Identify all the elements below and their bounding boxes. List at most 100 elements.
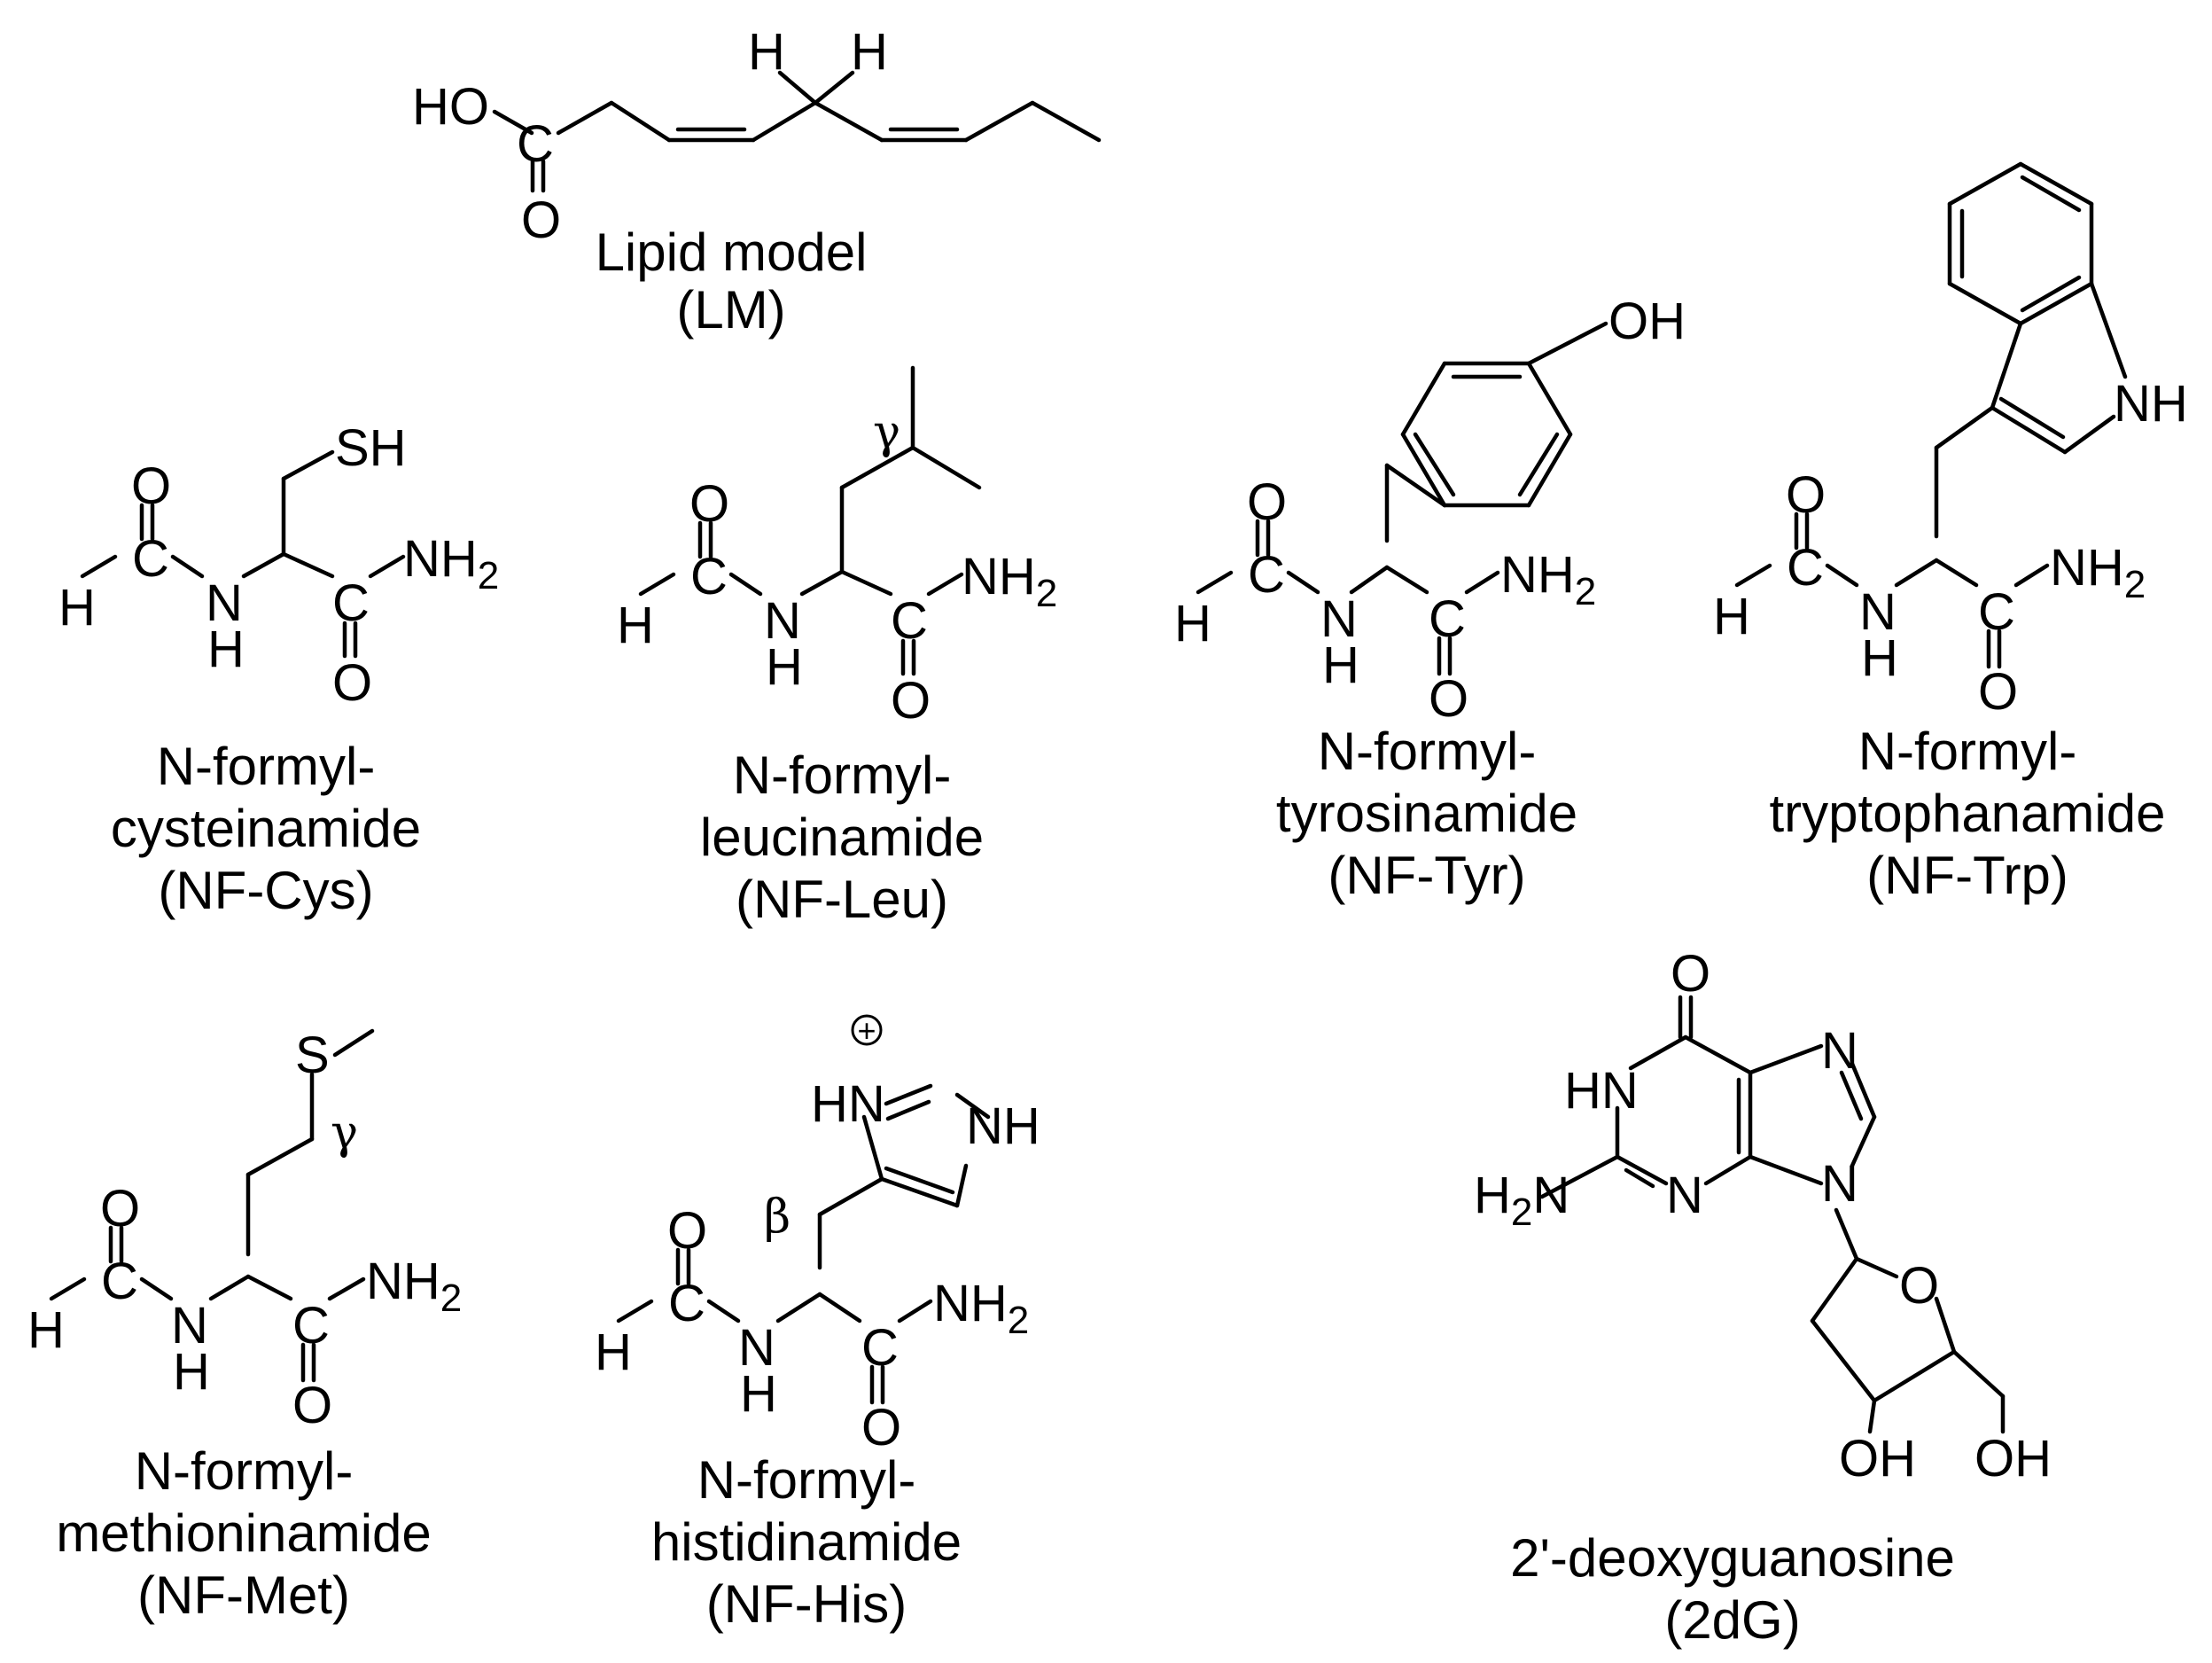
nf-met-gamma-label: γ — [331, 1106, 358, 1159]
nf-trp-carbonyl-oxygen-label: O — [1978, 663, 2018, 721]
nf-his-structure: + HN NH β O H C N H C NH2 O N-formyl- hi… — [595, 1012, 1040, 1634]
nf-tyr-carbonyl-carbon-label: C — [1429, 590, 1466, 648]
nf-met-caption-line-1: N-formyl- — [135, 1441, 354, 1501]
nf-cys-amide-n-label: N — [206, 574, 243, 632]
nf-his-beta-label: β — [764, 1191, 791, 1244]
dg-3-oh-label: OH — [1839, 1430, 1916, 1487]
nf-his-caption-line-3: (NF-His) — [706, 1574, 907, 1634]
nf-tyr-formyl-h-label: H — [1174, 595, 1211, 652]
nf-cys-formyl-h-label: H — [58, 579, 96, 636]
lm-caption-line-2: (LM) — [676, 280, 785, 340]
nf-tyr-caption-line-2: tyrosinamide — [1276, 784, 1577, 843]
nf-met-formyl-carbon-label: C — [101, 1253, 138, 1310]
nf-trp-structure: NH O H C N H C NH2 O N-formyl- tryptopha… — [1713, 161, 2188, 905]
nf-cys-amide-n-h-label: H — [207, 621, 245, 678]
dg-caption-line-1: 2'-deoxyguanosine — [1510, 1528, 1955, 1588]
nf-his-charge-sign: + — [857, 1012, 876, 1049]
nf-tyr-nh2-label: NH2 — [1500, 546, 1596, 613]
nf-tyr-formyl-carbon-label: C — [1248, 546, 1285, 604]
nf-tyr-structure: OH O H C N H C NH2 O N-formyl- tyrosinam… — [1174, 293, 1686, 905]
lm-h1-label: H — [748, 23, 785, 81]
nf-his-carbonyl-carbon-label: C — [861, 1319, 899, 1377]
nf-trp-formyl-oxygen-label: O — [1786, 466, 1826, 524]
nf-tyr-amide-n-h-label: H — [1322, 636, 1359, 694]
nf-tyr-carbonyl-oxygen-label: O — [1429, 670, 1468, 728]
nf-met-caption-line-3: (NF-Met) — [137, 1565, 350, 1625]
dg-carbonyl-oxygen-label: O — [1671, 945, 1710, 1003]
nf-met-carbonyl-oxygen-label: O — [292, 1377, 332, 1434]
nf-met-sulfur-label: S — [295, 1027, 330, 1084]
dg-5-oh-label: OH — [1974, 1430, 2052, 1487]
nf-trp-caption-line-1: N-formyl- — [1858, 722, 2077, 781]
nf-leu-caption-line-2: leucinamide — [700, 808, 984, 867]
nf-cys-carbonyl-oxygen-label: O — [332, 654, 372, 712]
nf-his-formyl-h-label: H — [595, 1323, 632, 1381]
lipid-model-structure: HO C O H H Lipid model (LM) — [412, 23, 1102, 340]
nf-met-amide-n-h-label: H — [173, 1343, 210, 1401]
nf-cys-caption-line-1: N-formyl- — [157, 737, 376, 796]
nf-tyr-formyl-oxygen-label: O — [1247, 473, 1287, 531]
nf-trp-nh2-label: NH2 — [2050, 539, 2146, 606]
nf-trp-indole-nh-label: NH — [2114, 375, 2188, 433]
nf-cys-nh2-label: NH2 — [403, 530, 499, 597]
nf-met-caption-line-2: methioninamide — [56, 1503, 432, 1563]
nf-trp-formyl-carbon-label: C — [1787, 539, 1824, 597]
dg-n9-label: N — [1821, 1155, 1858, 1213]
nf-cys-structure: SH O H C N H C NH2 O N-formyl- cysteinam… — [58, 419, 499, 920]
nf-cys-formyl-carbon-label: C — [132, 530, 169, 588]
nf-tyr-caption-line-3: (NF-Tyr) — [1328, 846, 1525, 905]
nf-tyr-oh-label: OH — [1608, 293, 1686, 350]
nf-leu-formyl-oxygen-label: O — [689, 475, 729, 533]
nf-his-caption-line-2: histidinamide — [651, 1512, 962, 1572]
nf-met-nh2-label: NH2 — [366, 1253, 462, 1320]
nf-trp-amide-n-h-label: H — [1861, 629, 1898, 687]
nf-trp-amide-n-label: N — [1859, 583, 1897, 641]
nf-leu-amide-n-label: N — [764, 592, 801, 650]
nf-his-hn-plus-label: HN — [811, 1075, 885, 1133]
lm-h2-label: H — [851, 23, 888, 81]
dg-caption-line-2: (2dG) — [1664, 1590, 1800, 1650]
lm-carbon-label: C — [517, 115, 554, 173]
nf-met-formyl-oxygen-label: O — [100, 1180, 140, 1237]
nf-leu-formyl-carbon-label: C — [690, 548, 728, 605]
nf-cys-sh-label: SH — [335, 419, 407, 477]
dg-n3-label: N — [1666, 1167, 1703, 1224]
nf-his-amide-n-h-label: H — [740, 1365, 777, 1423]
dg-n7-label: N — [1821, 1022, 1858, 1080]
nf-his-amide-n-label: N — [738, 1319, 775, 1377]
nf-leu-formyl-h-label: H — [617, 597, 654, 654]
nf-cys-caption-line-3: (NF-Cys) — [158, 861, 373, 920]
nf-leu-caption-line-3: (NF-Leu) — [736, 870, 948, 929]
nf-tyr-amide-n-label: N — [1320, 590, 1358, 648]
lm-caption-line-1: Lipid model — [596, 223, 868, 282]
nf-trp-carbonyl-carbon-label: C — [1978, 583, 2015, 641]
nf-trp-caption-line-3: (NF-Trp) — [1866, 846, 2068, 905]
deoxyguanosine-structure: O HN N H2N N N O OH OH 2'-deoxyguanosine… — [1474, 945, 2052, 1650]
nf-leu-amide-n-h-label: H — [766, 638, 803, 696]
nf-trp-formyl-h-label: H — [1713, 588, 1750, 645]
nf-trp-caption-line-2: tryptophanamide — [1770, 784, 2166, 843]
nf-his-carbonyl-oxygen-label: O — [861, 1399, 901, 1456]
dg-h2n-label: H2N — [1474, 1167, 1569, 1234]
nf-met-formyl-h-label: H — [27, 1301, 65, 1359]
dg-hn1-label: HN — [1564, 1062, 1639, 1120]
nf-his-formyl-carbon-label: C — [668, 1275, 705, 1332]
nf-his-formyl-oxygen-label: O — [667, 1202, 707, 1260]
nf-met-carbonyl-carbon-label: C — [292, 1297, 330, 1355]
nf-his-caption-line-1: N-formyl- — [697, 1450, 916, 1510]
nf-cys-caption-line-2: cysteinamide — [111, 799, 421, 858]
lm-oxygen-label: O — [521, 191, 561, 249]
nf-leu-caption-line-1: N-formyl- — [733, 746, 952, 805]
nf-leu-nh2-label: NH2 — [962, 548, 1057, 615]
nf-tyr-caption-line-1: N-formyl- — [1318, 722, 1537, 781]
nf-cys-formyl-oxygen-label: O — [131, 457, 171, 515]
nf-leu-carbonyl-carbon-label: C — [891, 592, 928, 650]
nf-leu-gamma-label: γ — [873, 406, 900, 459]
lm-ho-label: HO — [412, 78, 489, 136]
nf-his-ring-nh-label: NH — [966, 1097, 1040, 1155]
nf-his-positive-charge-icon — [851, 1014, 883, 1046]
dg-ring-oxygen-label: O — [1899, 1257, 1939, 1315]
nf-leu-carbonyl-oxygen-label: O — [891, 672, 931, 730]
nf-met-amide-n-label: N — [171, 1297, 208, 1355]
